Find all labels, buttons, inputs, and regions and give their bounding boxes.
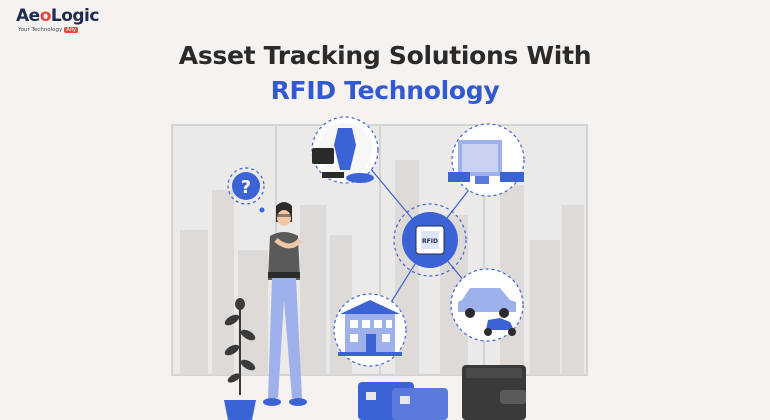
thinking-woman bbox=[263, 202, 307, 406]
potted-plant bbox=[224, 298, 256, 420]
warehouse-asset-node bbox=[448, 123, 525, 197]
thought-bubble: ? bbox=[227, 167, 265, 213]
vehicle-asset-node bbox=[450, 268, 524, 342]
headline-line-2: RFID Technology bbox=[270, 76, 500, 105]
question-mark-icon: ? bbox=[241, 177, 251, 198]
retail-asset-node bbox=[311, 116, 379, 184]
rfid-cards bbox=[358, 382, 448, 420]
wallet bbox=[462, 365, 526, 420]
rfid-chip-hub: RFID bbox=[393, 203, 467, 277]
rfid-chip-label: RFID bbox=[422, 238, 438, 245]
building-asset-node bbox=[333, 293, 407, 367]
logo-tagline: Your Technology Ally bbox=[18, 27, 79, 33]
brand-logo[interactable]: AeoLogic Your Technology Ally bbox=[16, 6, 126, 38]
headline-line-1: Asset Tracking Solutions With bbox=[178, 41, 592, 70]
logo-wordmark: AeoLogic bbox=[16, 6, 99, 26]
